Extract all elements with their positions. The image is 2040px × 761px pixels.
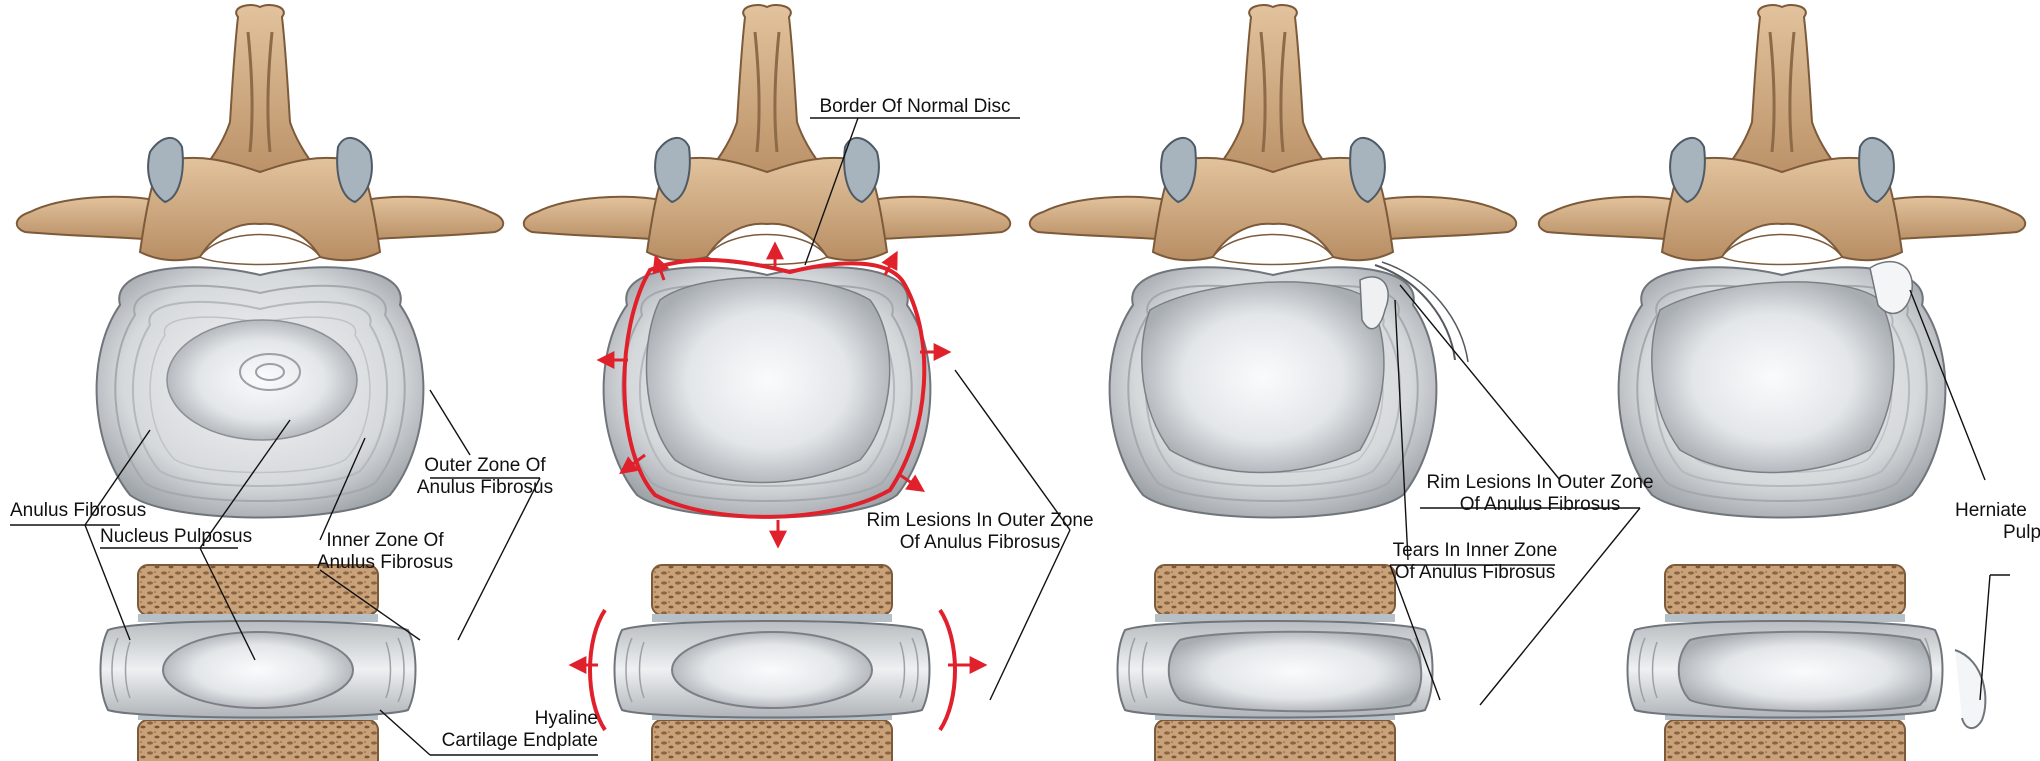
nucleus-pulposus-side xyxy=(163,632,353,708)
nucleus-pulposus-top xyxy=(167,320,357,440)
label-tears-inner-zone: Tears In Inner Zone Of Anulus Fibrosus xyxy=(1380,540,1570,584)
label-hyaline-cartilage-endplate: Hyaline Cartilage Endplate xyxy=(430,708,598,752)
label-anulus-fibrosus: Anulus Fibrosus xyxy=(10,500,146,522)
panel-bulge xyxy=(524,5,1070,761)
panel-herniated xyxy=(1539,5,2025,761)
panel-normal xyxy=(10,5,598,761)
label-inner-zone: Inner Zone Of Anulus Fibrosus xyxy=(310,530,460,574)
vertebra-posterior xyxy=(1539,5,2025,264)
vertebra-posterior xyxy=(1030,5,1516,264)
nucleus-pulposus-side xyxy=(1169,632,1422,712)
nucleus-pulposus-top xyxy=(1142,282,1384,473)
nucleus-pulposus-side xyxy=(672,632,872,708)
label-rim-lesions-tears: Rim Lesions In Outer Zone Of Anulus Fibr… xyxy=(1420,472,1660,516)
label-nucleus-pulposus: Nucleus Pulposus xyxy=(100,526,252,548)
label-border-normal-disc: Border Of Normal Disc xyxy=(810,96,1020,118)
nucleus-pulposus-top xyxy=(646,278,889,483)
nucleus-pulposus-side xyxy=(1679,632,1932,712)
vertebra-posterior xyxy=(17,5,503,264)
nucleus-pulposus-top xyxy=(1652,282,1894,473)
label-outer-zone: Outer Zone Of Anulus Fibrosus xyxy=(415,455,555,499)
vertebra-posterior xyxy=(524,5,1010,264)
label-rim-lesions-bulge: Rim Lesions In Outer Zone Of Anulus Fibr… xyxy=(830,510,1130,554)
panel-tears xyxy=(1030,5,1640,761)
label-herniated-pulposus: Herniate Pulp xyxy=(1955,500,2040,544)
